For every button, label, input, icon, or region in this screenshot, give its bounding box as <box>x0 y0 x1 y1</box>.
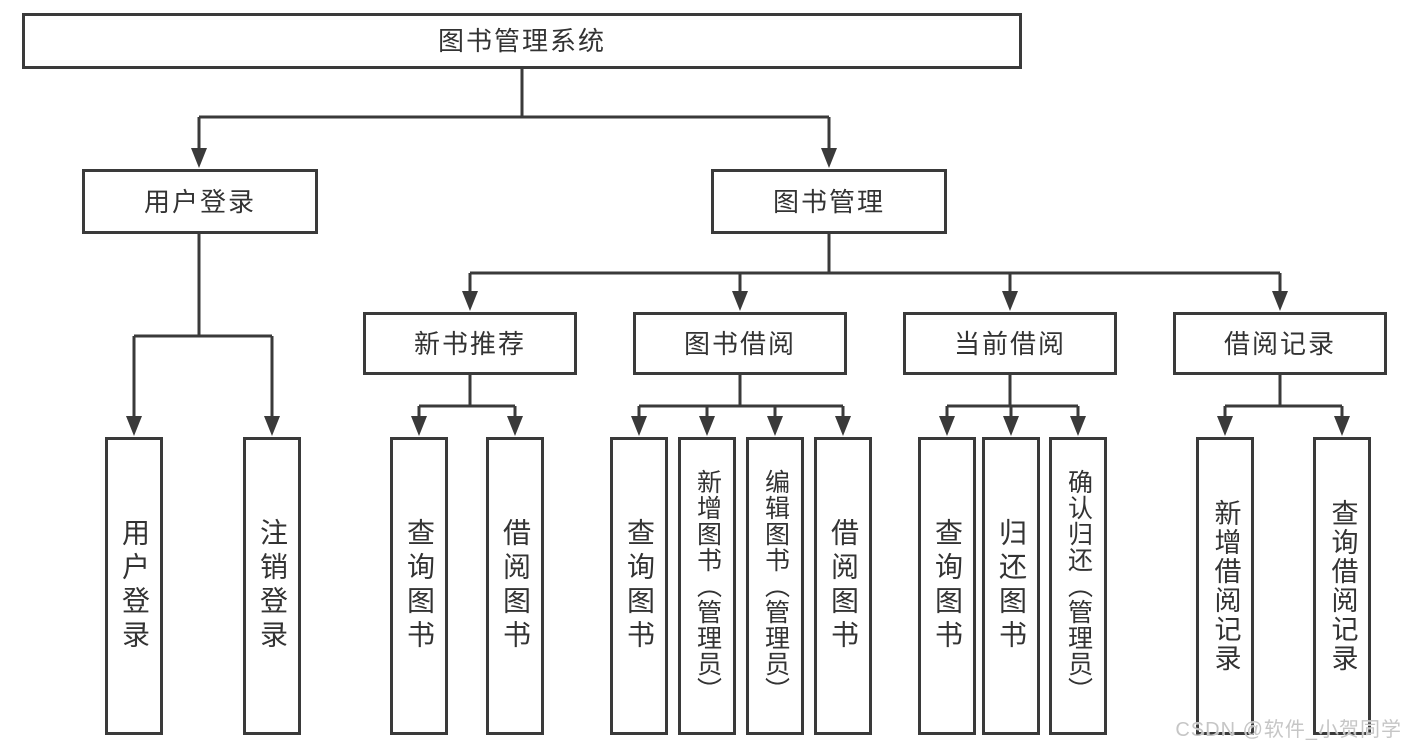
leaf-confirm-return-admin-label: 确认归还（管理员） <box>1064 469 1093 703</box>
leaf-borrow-books-borrowing: 借阅图书 <box>814 437 872 735</box>
leaf-query-borrow-record: 查询借阅记录 <box>1313 437 1371 735</box>
leaf-add-book-admin: 新增图书（管理员） <box>678 437 736 735</box>
leaf-add-borrow-record: 新增借阅记录 <box>1196 437 1254 735</box>
leaf-logout: 注销登录 <box>243 437 301 735</box>
leaf-query-books-recommend: 查询图书 <box>390 437 448 735</box>
leaf-user-login-label: 用户登录 <box>119 518 150 654</box>
leaf-add-book-admin-label: 新增图书（管理员） <box>693 469 722 703</box>
leaf-query-books-recommend-label: 查询图书 <box>404 518 435 654</box>
leaf-query-books-current-label: 查询图书 <box>932 518 963 654</box>
node-library-management-system: 图书管理系统 <box>22 13 1022 69</box>
leaf-edit-book-admin: 编辑图书（管理员） <box>746 437 804 735</box>
leaf-borrow-books-borrowing-label: 借阅图书 <box>828 518 859 654</box>
leaf-edit-book-admin-label: 编辑图书（管理员） <box>761 469 790 703</box>
leaf-query-borrow-record-label: 查询借阅记录 <box>1327 499 1358 673</box>
leaf-user-login: 用户登录 <box>105 437 163 735</box>
node-user-login-branch: 用户登录 <box>82 169 318 234</box>
csdn-watermark: CSDN @软件_小贺同学 <box>1175 719 1402 741</box>
leaf-borrow-books-recommend: 借阅图书 <box>486 437 544 735</box>
leaf-confirm-return-admin: 确认归还（管理员） <box>1049 437 1107 735</box>
node-new-book-recommend: 新书推荐 <box>363 312 577 375</box>
leaf-add-borrow-record-label: 新增借阅记录 <box>1210 499 1241 673</box>
leaf-return-books-label: 归还图书 <box>996 518 1027 654</box>
node-borrowing-records: 借阅记录 <box>1173 312 1387 375</box>
leaf-return-books: 归还图书 <box>982 437 1040 735</box>
leaf-logout-label: 注销登录 <box>257 518 288 654</box>
node-current-borrowing: 当前借阅 <box>903 312 1117 375</box>
leaf-query-books-borrowing: 查询图书 <box>610 437 668 735</box>
leaf-query-books-current: 查询图书 <box>918 437 976 735</box>
node-book-management-branch: 图书管理 <box>711 169 947 234</box>
leaf-borrow-books-recommend-label: 借阅图书 <box>500 518 531 654</box>
leaf-query-books-borrowing-label: 查询图书 <box>624 518 655 654</box>
node-book-borrowing: 图书借阅 <box>633 312 847 375</box>
